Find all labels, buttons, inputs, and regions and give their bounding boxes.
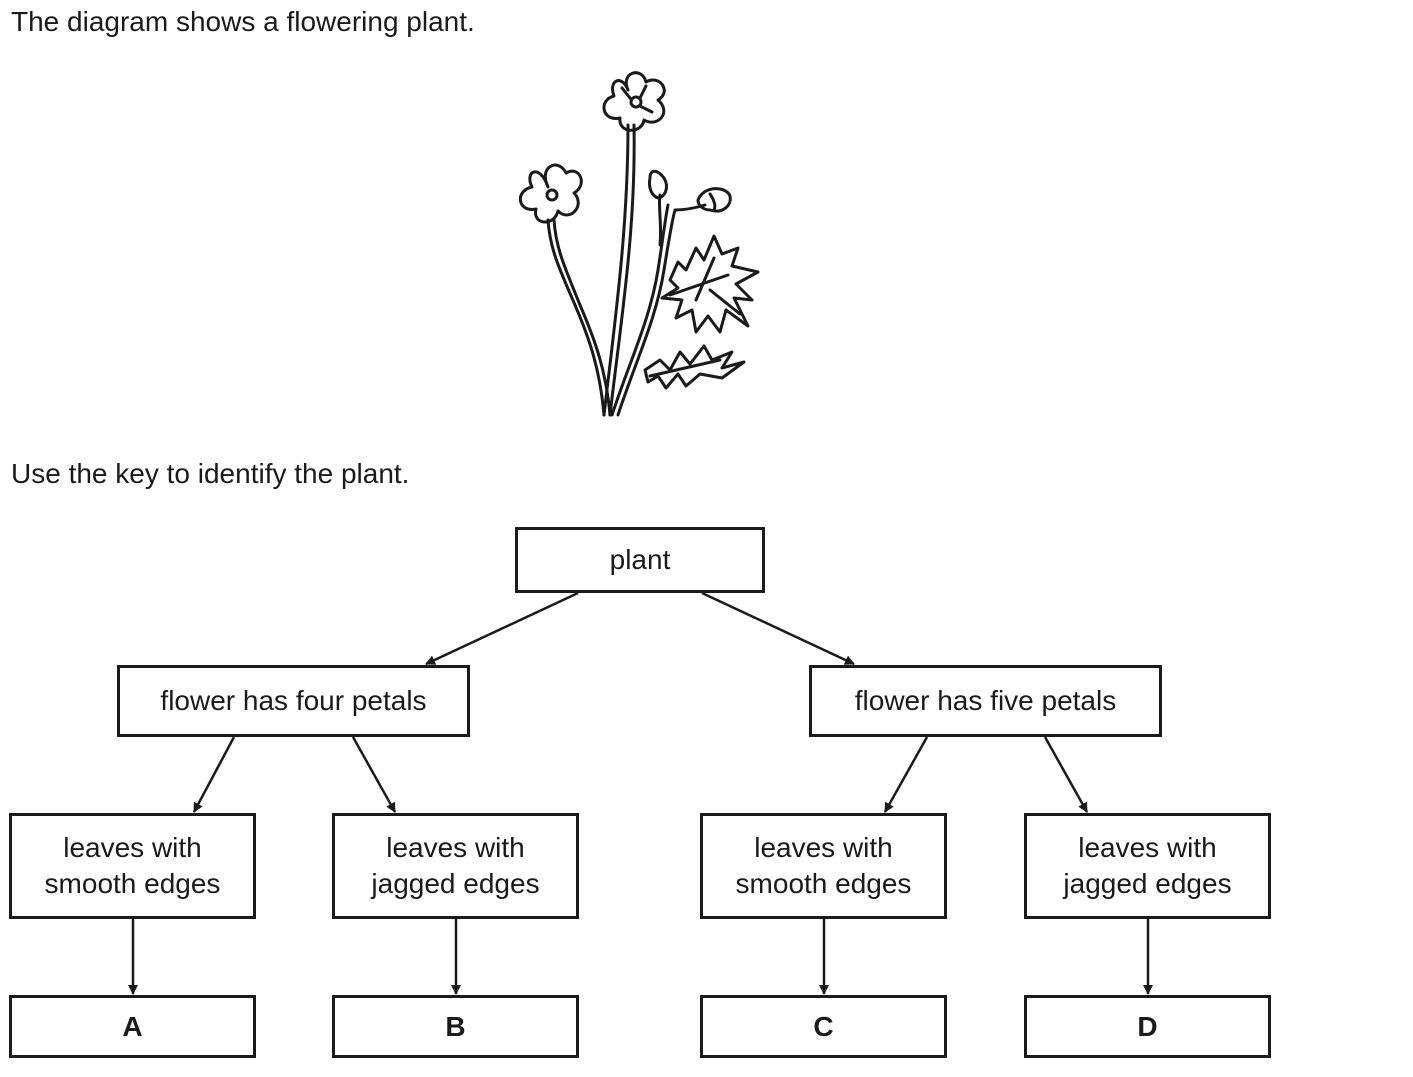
key-result-d: D <box>1137 1010 1158 1042</box>
key-five-petals-label: flower has five petals <box>854 685 1117 716</box>
arrow-five-to-smooth <box>883 736 929 813</box>
key-leaf-box-1: leaves with smooth edges <box>9 813 256 919</box>
flowering-plant-illustration <box>500 70 780 425</box>
key-leaf-3-line1: leaves with <box>754 832 893 863</box>
key-leaf-4-line1: leaves with <box>1078 832 1217 863</box>
arrow-root-to-five-petals <box>701 591 855 666</box>
key-four-petals-label: flower has four petals <box>160 685 427 716</box>
key-result-box-d: D <box>1024 995 1271 1058</box>
key-root-label: plant <box>609 544 671 575</box>
key-leaf-1-line2: smooth edges <box>44 868 221 899</box>
key-leaf-box-4: leaves with jagged edges <box>1024 813 1271 919</box>
key-four-petals-box: flower has four petals <box>117 665 470 737</box>
key-leaf-box-2: leaves with jagged edges <box>332 813 579 919</box>
key-leaf-2-line1: leaves with <box>386 832 525 863</box>
intro-text: The diagram shows a flowering plant. <box>11 6 475 37</box>
key-leaf-2-line2: jagged edges <box>371 868 540 899</box>
key-leaf-4-line2: jagged edges <box>1063 868 1232 899</box>
key-five-petals-box: flower has five petals <box>809 665 1162 737</box>
key-result-c: C <box>813 1010 834 1042</box>
key-result-box-a: A <box>9 995 256 1058</box>
key-result-a: A <box>122 1010 143 1042</box>
key-root-box: plant <box>515 527 765 593</box>
arrow-root-to-four-petals <box>425 591 579 666</box>
key-result-box-c: C <box>700 995 947 1058</box>
key-leaf-1-line1: leaves with <box>63 832 202 863</box>
key-result-box-b: B <box>332 995 579 1058</box>
key-leaf-3-line2: smooth edges <box>735 868 912 899</box>
arrow-five-to-jagged <box>1043 736 1089 813</box>
key-leaf-box-3: leaves with smooth edges <box>700 813 947 919</box>
key-result-b: B <box>445 1010 466 1042</box>
arrow-four-to-jagged <box>351 736 397 813</box>
arrow-four-to-smooth <box>192 736 236 813</box>
instruction-text: Use the key to identify the plant. <box>11 458 410 489</box>
